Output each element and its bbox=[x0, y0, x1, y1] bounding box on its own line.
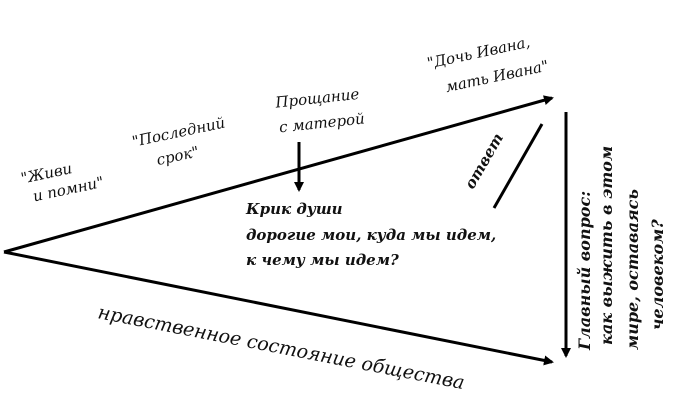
cry-line-2: дорогие мои, куда мы идем, bbox=[246, 226, 496, 244]
answer-line bbox=[492, 123, 544, 209]
question-line-1: Главный вопрос: bbox=[575, 191, 594, 351]
answer-label: ответ bbox=[461, 130, 507, 192]
main-question: Главный вопрос: как выжить в этом мире, … bbox=[575, 146, 667, 351]
work-2-line-1: "Последний bbox=[130, 113, 226, 150]
work-zhivi-i-pomni: "Живи и помни" bbox=[19, 159, 105, 205]
lower-arrow-line bbox=[3, 250, 554, 366]
work-posledniy-srok: "Последний срок" bbox=[130, 113, 226, 170]
upper-arrow-line bbox=[3, 95, 554, 254]
question-line-3: мире, оставаясь bbox=[623, 189, 642, 350]
cry-line-3: к чему мы идем? bbox=[246, 251, 399, 269]
cry-line-1: Крик души bbox=[245, 200, 343, 218]
work-proshchanie-s-materoy: Прощание с матерой bbox=[274, 85, 366, 136]
work-doch-ivana: "Дочь Ивана, мать Ивана" bbox=[425, 33, 550, 96]
cry-of-soul: Крик души дорогие мои, куда мы идем, к ч… bbox=[245, 200, 496, 269]
work-3-line-2: с матерой bbox=[278, 109, 365, 136]
question-line-2: как выжить в этом bbox=[597, 146, 616, 345]
question-line-4: человеком? bbox=[648, 219, 667, 330]
work-2-line-2: срок" bbox=[155, 143, 201, 170]
society-state-label: нравственное состояние общества bbox=[96, 301, 466, 394]
work-3-line-1: Прощание bbox=[274, 85, 361, 112]
